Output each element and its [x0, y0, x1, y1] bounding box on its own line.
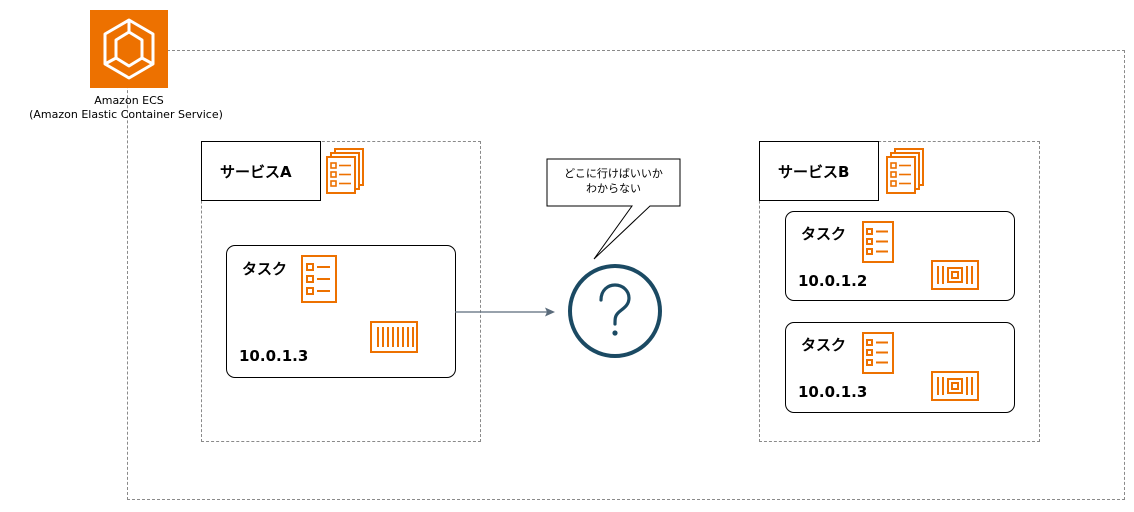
- request-arrow: [455, 304, 557, 320]
- task-label: タスク: [801, 336, 847, 354]
- question-icon: [567, 263, 663, 359]
- service-stack-icon: [886, 147, 926, 197]
- service-a-label: サービスA: [220, 163, 292, 181]
- container-icon: [370, 321, 418, 353]
- speech-line-1: どこに行けばいいか: [564, 167, 663, 180]
- speech-line-2: わからない: [586, 182, 641, 195]
- service-stack-icon: [326, 147, 366, 197]
- task-card: タスク 10.0.1.3: [226, 245, 456, 378]
- service-a-header: サービスA: [201, 141, 321, 201]
- service-b-boundary: [759, 141, 1040, 442]
- task-label: タスク: [801, 225, 847, 243]
- task-ip: 10.0.1.3: [239, 347, 309, 365]
- task-definition-icon: [862, 221, 894, 263]
- service-b-header: サービスB: [759, 141, 879, 201]
- service-a-boundary: [201, 141, 481, 442]
- ecs-cluster-boundary: [127, 50, 1125, 500]
- service-b-label: サービスB: [778, 163, 850, 181]
- task-ip: 10.0.1.2: [798, 272, 868, 290]
- fargate-container-icon: [931, 260, 979, 290]
- task-ip: 10.0.1.3: [798, 383, 868, 401]
- task-card: タスク 10.0.1.2: [785, 211, 1015, 301]
- ecs-full-name: (Amazon Elastic Container Service): [29, 108, 223, 121]
- ecs-icon: [90, 10, 168, 88]
- ecs-name: Amazon ECS: [94, 94, 164, 107]
- task-definition-icon: [301, 255, 337, 303]
- fargate-container-icon: [931, 371, 979, 401]
- task-card: タスク 10.0.1.3: [785, 322, 1015, 413]
- task-definition-icon: [862, 332, 894, 374]
- speech-bubble: どこに行けばいいか わからない: [546, 158, 684, 262]
- task-label: タスク: [242, 260, 288, 278]
